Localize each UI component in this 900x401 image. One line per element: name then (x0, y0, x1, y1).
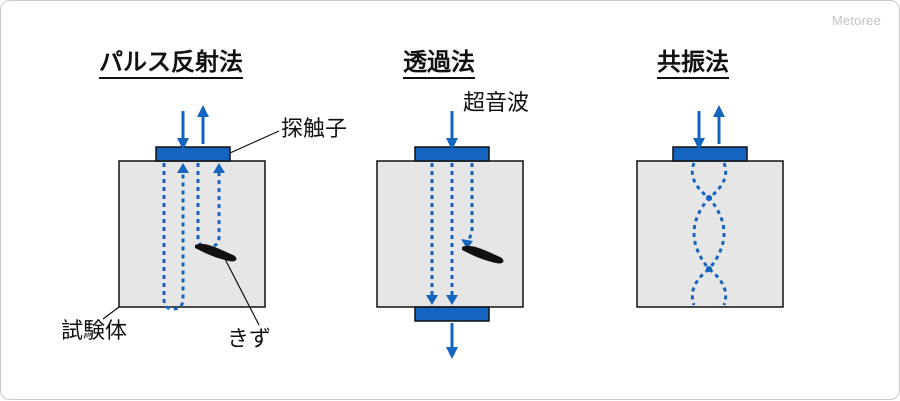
standing-wave-node-upper (706, 195, 712, 201)
standing-wave-left (690, 162, 712, 306)
specimen-block-3 (636, 160, 784, 308)
flaw-2 (462, 245, 504, 264)
specimen-block-2 (376, 160, 524, 308)
probe-3 (672, 146, 748, 162)
specimen-label: 試験体 (61, 319, 128, 344)
flaw-echo-arrowhead (213, 163, 225, 173)
bottom-echo-arrowhead (177, 163, 189, 173)
title-resonance: 共振法 (657, 47, 729, 79)
bottom-echo-path (162, 163, 185, 311)
transmitted-beam-2-arrowhead (446, 295, 458, 305)
standing-wave-node-lower (706, 266, 712, 272)
probe-2-top (414, 146, 490, 162)
probe-2-bottom (414, 306, 490, 322)
flaw-1 (195, 243, 237, 262)
title-transmission: 透過法 (403, 47, 475, 79)
standing-wave-right (706, 162, 728, 306)
specimen-leader-line (102, 306, 120, 320)
blocked-beam-arrowhead (461, 239, 473, 249)
probe-leader-line (229, 130, 280, 154)
brand-watermark: Metoree (831, 13, 881, 28)
flaw-leader-line (224, 258, 260, 326)
ultrasonic-label: 超音波 (463, 91, 530, 116)
title-pulse-reflection: パルス反射法 (99, 47, 243, 79)
flaw-label: きず (227, 327, 272, 352)
transmitted-beam-1-arrowhead (426, 295, 438, 305)
probe-1 (155, 146, 231, 162)
specimen-block-1 (118, 160, 266, 308)
probe-label: 探触子 (281, 117, 348, 142)
